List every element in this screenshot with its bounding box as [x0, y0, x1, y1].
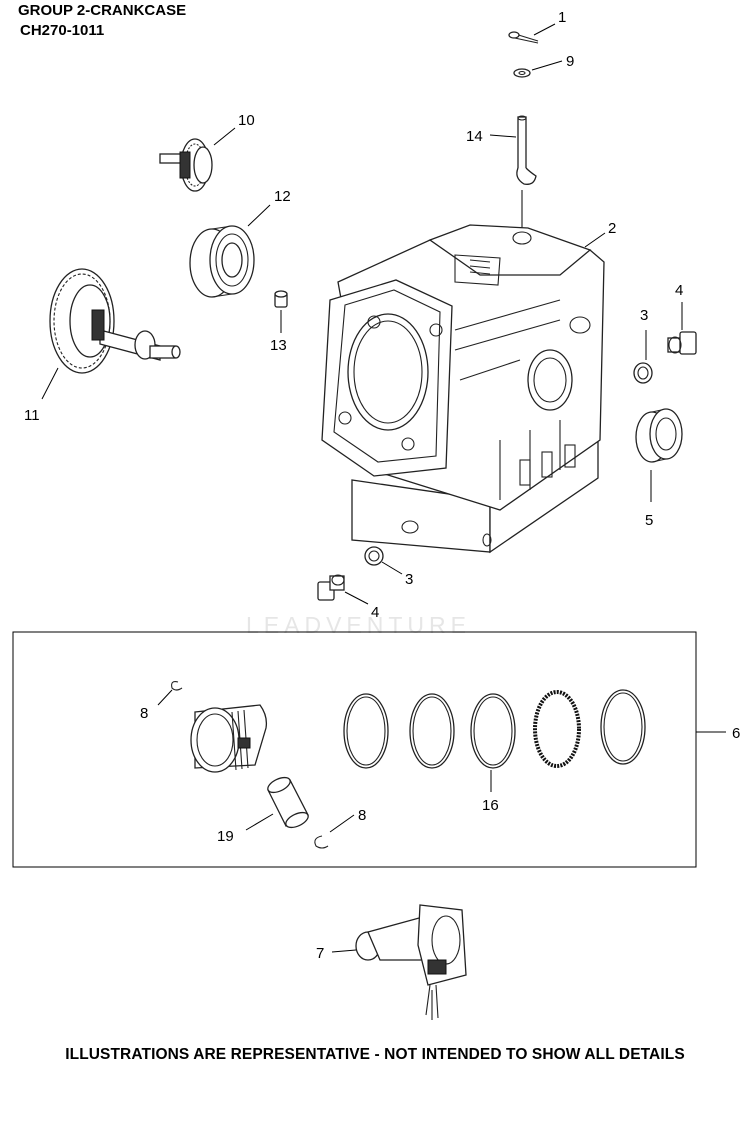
part-3-washer-right [633, 362, 653, 384]
diagram-title: GROUP 2-CRANKCASE [18, 2, 187, 19]
callout-4-bottom[interactable]: 4 [371, 604, 379, 621]
callout-6[interactable]: 6 [732, 725, 740, 742]
callout-5[interactable]: 5 [645, 512, 653, 529]
part-13-dowel-pin [274, 290, 288, 308]
callout-14[interactable]: 14 [466, 128, 483, 145]
part-8-clip-top [171, 681, 183, 691]
part-12-bearing [189, 225, 255, 298]
callout-9[interactable]: 9 [566, 53, 574, 70]
callout-8-top[interactable]: 8 [140, 705, 148, 722]
callout-1[interactable]: 1 [558, 9, 566, 26]
part-8-clip-bottom [314, 835, 329, 849]
part-3-washer-bottom [364, 546, 384, 566]
callout-19[interactable]: 19 [217, 828, 234, 845]
part-2-crankcase [321, 224, 605, 554]
part-7-connecting-rod [355, 904, 467, 1020]
disclaimer-footer: ILLUSTRATIONS ARE REPRESENTATIVE - NOT I… [65, 1046, 685, 1063]
callout-11[interactable]: 11 [24, 407, 40, 424]
piston-kit-box [12, 631, 697, 868]
part-5-oil-seal [635, 408, 683, 463]
part-4-plug-bottom [317, 574, 345, 601]
part-10-governor-gear [159, 138, 213, 192]
piston-rings [343, 689, 646, 769]
part-19-piston-pin [267, 776, 309, 829]
callout-3-right[interactable]: 3 [640, 307, 648, 324]
model-number: CH270-1011 [20, 22, 105, 39]
callout-2[interactable]: 2 [608, 220, 616, 237]
part-9-washer [513, 68, 531, 78]
callout-16[interactable]: 16 [482, 797, 499, 814]
callout-4-right[interactable]: 4 [675, 282, 683, 299]
part-1-pin [508, 31, 539, 44]
part-11-camshaft [49, 268, 181, 374]
watermark: LEADVENTURE [246, 612, 471, 638]
piston [190, 704, 268, 773]
part-14-governor-shaft [516, 115, 537, 185]
part-4-plug-right [667, 331, 697, 355]
callout-3-bottom[interactable]: 3 [405, 571, 413, 588]
callout-10[interactable]: 10 [238, 112, 255, 129]
callout-13[interactable]: 13 [270, 337, 287, 354]
callout-12[interactable]: 12 [274, 188, 291, 205]
callout-8-bottom[interactable]: 8 [358, 807, 366, 824]
callout-7[interactable]: 7 [316, 945, 324, 962]
